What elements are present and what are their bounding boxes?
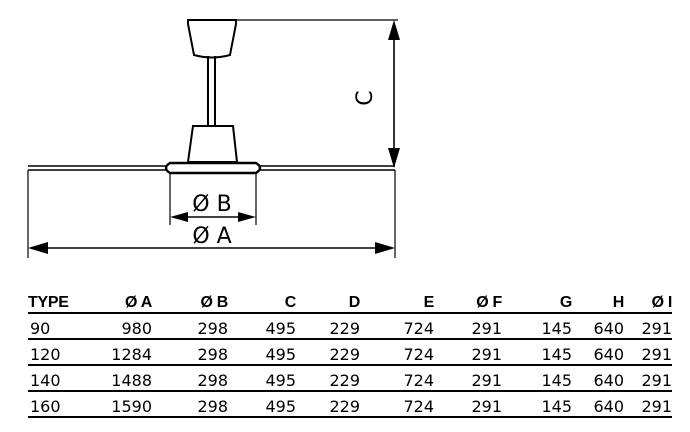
table-cell: 291 <box>434 313 502 340</box>
table-cell: 229 <box>296 391 360 418</box>
fan-dimension-drawing: C Ø B Ø A <box>27 19 400 258</box>
dimension-a-arrow-right <box>375 242 395 254</box>
table-cell: 724 <box>360 339 434 366</box>
table-cell: 291 <box>624 365 672 392</box>
table-cell: 1590 <box>80 391 152 418</box>
table-cell: 120 <box>28 339 80 366</box>
table-cell: 495 <box>228 365 296 392</box>
table-cell: 298 <box>152 313 228 340</box>
table-cell: 724 <box>360 313 434 340</box>
header-c: C <box>228 288 296 314</box>
motor-housing <box>186 125 239 163</box>
header-dia-f: Ø F <box>434 288 502 314</box>
table-cell: 298 <box>152 365 228 392</box>
dimension-b-label: Ø B <box>192 192 231 217</box>
table-cell: 724 <box>360 391 434 418</box>
table-cell: 1284 <box>80 339 152 366</box>
table-row: 120 1284 298 495 229 724 291 145 640 291 <box>28 339 672 366</box>
dimension-c-arrow-up <box>388 20 400 40</box>
table-cell: 291 <box>624 339 672 366</box>
table-cell: 298 <box>152 339 228 366</box>
table-header-row: TYPE Ø A Ø B C D E Ø F G H Ø I <box>28 288 672 314</box>
table-cell: 145 <box>502 391 572 418</box>
table-cell: 145 <box>502 313 572 340</box>
table-cell: 640 <box>572 391 624 418</box>
table-row: 160 1590 298 495 229 724 291 145 640 291 <box>28 391 672 418</box>
table-row: 90 980 298 495 229 724 291 145 640 291 <box>28 313 672 340</box>
table-cell: 90 <box>28 313 80 340</box>
header-dia-b: Ø B <box>152 288 228 314</box>
table-cell: 229 <box>296 365 360 392</box>
header-type: TYPE <box>28 288 80 314</box>
table-cell: 640 <box>572 339 624 366</box>
dimension-b-arrow-right <box>238 212 256 222</box>
ceiling-canopy <box>187 19 237 59</box>
table-cell: 495 <box>228 339 296 366</box>
table-cell: 291 <box>434 391 502 418</box>
header-g: G <box>502 288 572 314</box>
table-cell: 640 <box>572 313 624 340</box>
table-cell: 145 <box>502 365 572 392</box>
dimension-a-arrow-left <box>28 242 48 254</box>
dimension-c-arrow-down <box>388 148 400 168</box>
table-cell: 140 <box>28 365 80 392</box>
table-cell: 291 <box>624 313 672 340</box>
table-cell: 724 <box>360 365 434 392</box>
dimensions-table: TYPE Ø A Ø B C D E Ø F G H Ø I 90 980 29… <box>28 288 672 418</box>
blade-hub <box>164 161 262 175</box>
dimension-b-arrow-left <box>170 212 188 222</box>
table-cell: 291 <box>434 339 502 366</box>
table-cell: 298 <box>152 391 228 418</box>
dimension-a-label: Ø A <box>192 224 231 249</box>
table-cell: 229 <box>296 339 360 366</box>
table-cell: 980 <box>80 313 152 340</box>
table-cell: 495 <box>228 391 296 418</box>
table-cell: 291 <box>624 391 672 418</box>
table-cell: 145 <box>502 339 572 366</box>
table-cell: 229 <box>296 313 360 340</box>
header-h: H <box>572 288 624 314</box>
table-cell: 495 <box>228 313 296 340</box>
header-e: E <box>360 288 434 314</box>
header-dia-i: Ø I <box>624 288 672 314</box>
header-dia-a: Ø A <box>80 288 152 314</box>
table-cell: 1488 <box>80 365 152 392</box>
header-d: D <box>296 288 360 314</box>
dimension-c-label: C <box>353 90 378 105</box>
table-cell: 640 <box>572 365 624 392</box>
table-row: 140 1488 298 495 229 724 291 145 640 291 <box>28 365 672 392</box>
table-cell: 291 <box>434 365 502 392</box>
table-cell: 160 <box>28 391 80 418</box>
